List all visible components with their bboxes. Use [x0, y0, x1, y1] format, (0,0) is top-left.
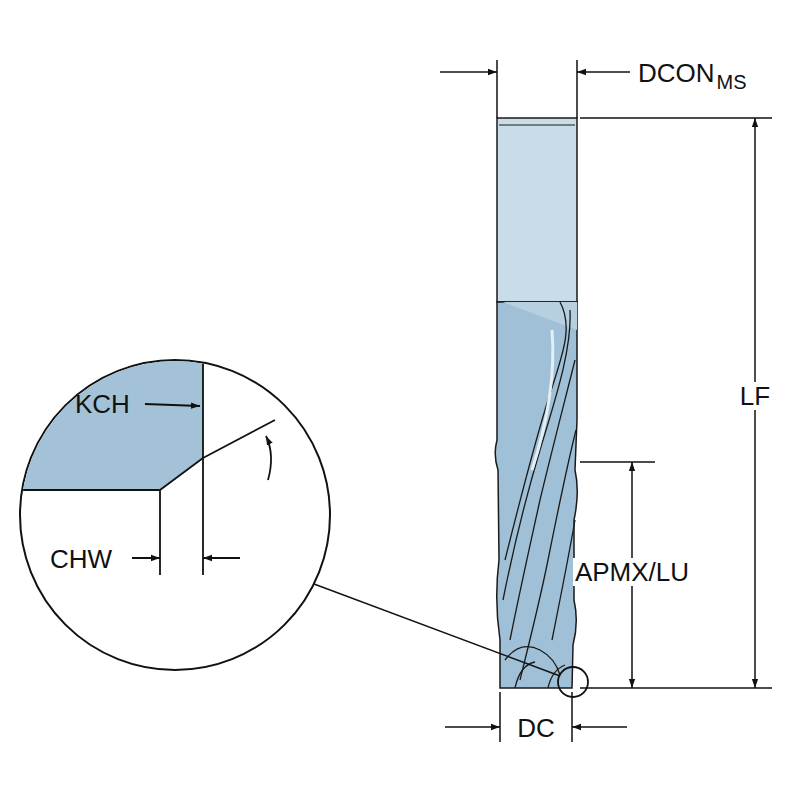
subscript-label: MS [715, 71, 749, 93]
shank [497, 118, 577, 302]
flute-section [495, 302, 577, 688]
detail-view [0, 340, 588, 697]
dimension-label: DC [515, 714, 557, 742]
dimension-label: LF [738, 382, 772, 410]
dimension-label: DCON [636, 59, 717, 87]
dimension-label: KCH [73, 390, 132, 418]
dimension-label: APMX/LU [573, 558, 691, 586]
dimension-lines [440, 60, 772, 742]
dimension-label: CHW [48, 545, 114, 573]
end-mill [495, 118, 577, 688]
